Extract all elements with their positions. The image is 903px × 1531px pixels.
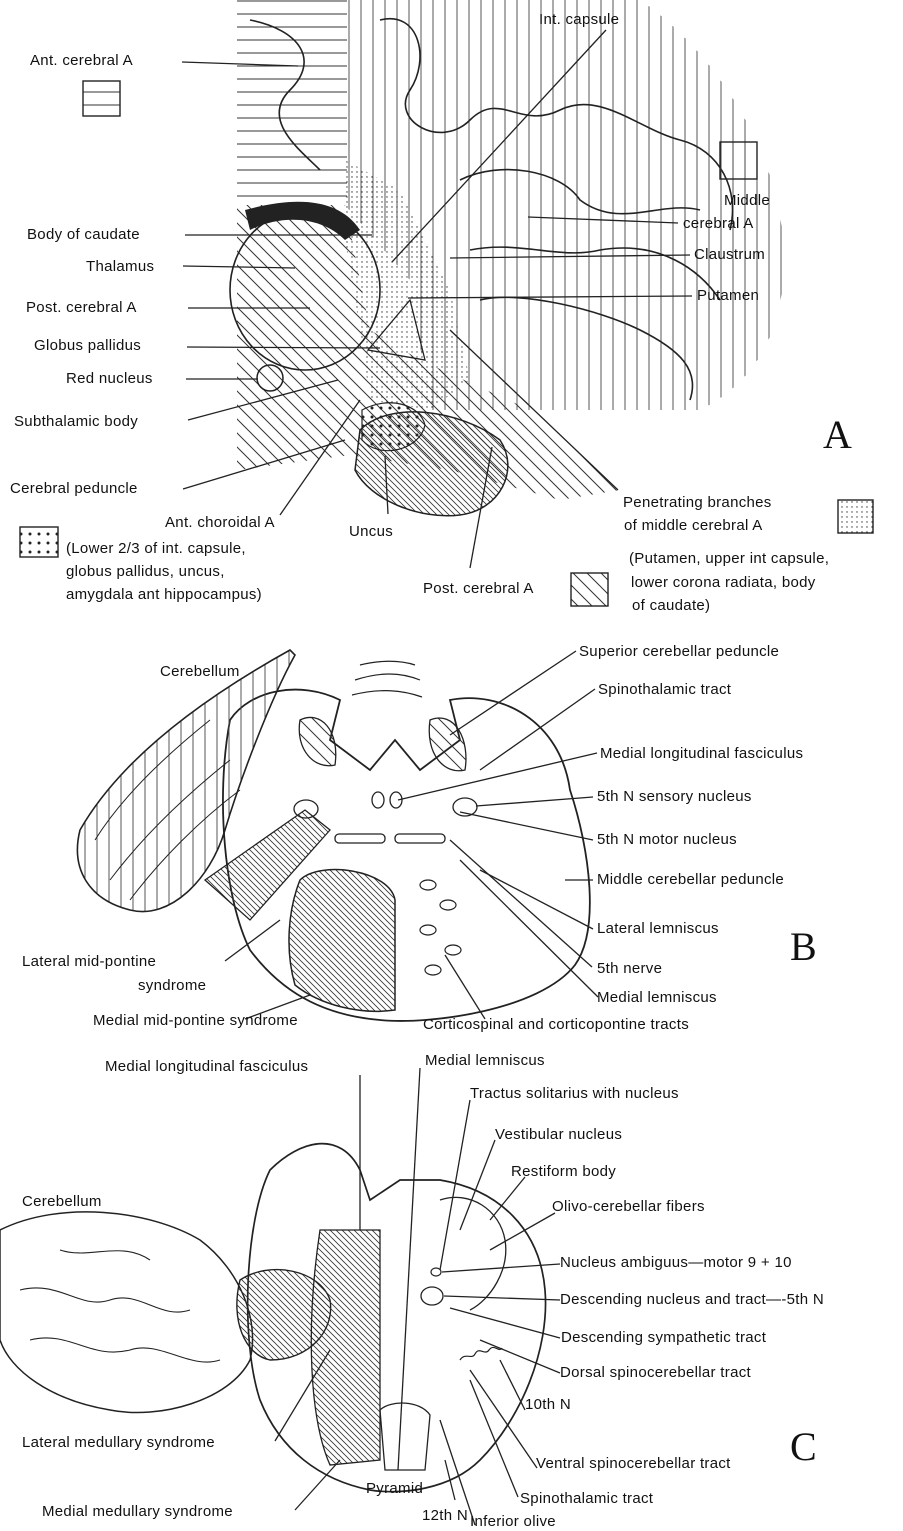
label-12th-n: 12th N	[422, 1507, 468, 1525]
label-middle-cerebral-1: Middle	[724, 192, 770, 210]
label-mlf-b: Medial longitudinal fasciculus	[600, 745, 803, 763]
label-5th-motor: 5th N motor nucleus	[597, 831, 737, 849]
label-subthalamic-body: Subthalamic body	[14, 413, 138, 431]
label-descending-5th: Descending nucleus and tract—-5th N	[560, 1291, 824, 1309]
label-middle-cerebral-2: cerebral A	[683, 215, 754, 233]
legend-ant-cerebral	[83, 81, 120, 116]
label-body-of-caudate: Body of caudate	[27, 226, 140, 244]
label-ant-choroidal-a: Ant. choroidal A	[165, 514, 275, 532]
medial-medullary-area	[311, 1230, 380, 1465]
label-middle-cerebellar-peduncle: Middle cerebellar peduncle	[597, 871, 784, 889]
note-penetrating-2: lower corona radiata, body	[631, 572, 816, 594]
label-cerebellum-b: Cerebellum	[160, 663, 240, 681]
label-post-cerebral-a: Post. cerebral A	[26, 299, 137, 317]
label-medial-medullary: Medial medullary syndrome	[42, 1503, 233, 1521]
motor-nucleus-right	[395, 834, 445, 843]
pyramid-outline	[380, 1403, 430, 1470]
legend-post-cerebral	[571, 573, 608, 606]
fourth-ventricle-lines	[352, 661, 422, 697]
note-choroidal-3: amygdala ant hippocampus)	[66, 584, 262, 606]
cerebellum-c	[0, 1212, 253, 1413]
label-thalamus: Thalamus	[86, 258, 154, 276]
medial-mid-pontine-area	[289, 870, 395, 1012]
label-sup-cerebellar-peduncle: Superior cerebellar peduncle	[579, 643, 779, 661]
label-5th-sensory: 5th N sensory nucleus	[597, 788, 752, 806]
label-lateral-mid-pontine-1: Lateral mid-pontine	[22, 953, 156, 971]
panel-letter-c: C	[790, 1427, 817, 1467]
label-desc-sympathetic: Descending sympathetic tract	[561, 1329, 766, 1347]
label-spinothalamic-b: Spinothalamic tract	[598, 681, 731, 699]
motor-nucleus-left	[335, 834, 385, 843]
label-vestibular: Vestibular nucleus	[495, 1126, 622, 1144]
label-putamen: Putamen	[697, 287, 759, 305]
legend-middle-cerebral	[720, 142, 757, 179]
label-inferior-olive: Inferior olive	[470, 1513, 556, 1531]
label-spinothalamic-c: Spinothalamic tract	[520, 1490, 653, 1508]
label-restiform: Restiform body	[511, 1163, 616, 1181]
note-penetrating-1: (Putamen, upper int capsule,	[629, 548, 829, 570]
label-medial-mid-pontine: Medial mid-pontine syndrome	[93, 1012, 298, 1030]
cerebellum-c-folia	[20, 1250, 220, 1362]
label-5th-nerve: 5th nerve	[597, 960, 662, 978]
label-nucleus-ambiguus: Nucleus ambiguus—motor 9 + 10	[560, 1254, 792, 1272]
superior-cerebellar-peduncle-r	[429, 718, 466, 771]
label-tractus-solitarius: Tractus solitarius with nucleus	[470, 1085, 679, 1103]
label-penetrating-2: of middle cerebral A	[624, 517, 763, 535]
legend-ant-choroidal	[20, 527, 58, 557]
label-penetrating-1: Penetrating branches	[623, 494, 772, 512]
label-10th-n: 10th N	[525, 1396, 571, 1414]
label-claustrum: Claustrum	[694, 246, 765, 264]
label-cerebral-peduncle: Cerebral peduncle	[10, 480, 138, 498]
panel-letter-b: B	[790, 927, 817, 967]
corticospinal-bundles	[420, 880, 461, 975]
descending-nucleus-5th	[421, 1287, 443, 1305]
label-olivo-cerebellar: Olivo-cerebellar fibers	[552, 1198, 705, 1216]
label-int-capsule: Int. capsule	[539, 11, 619, 29]
label-dorsal-spinocerebellar: Dorsal spinocerebellar tract	[560, 1364, 751, 1382]
note-penetrating-3: of caudate)	[632, 595, 710, 617]
label-lateral-mid-pontine-2: syndrome	[138, 977, 206, 995]
label-cerebellum-c: Cerebellum	[22, 1193, 102, 1211]
label-mlf-c: Medial longitudinal fasciculus	[105, 1058, 308, 1076]
label-uncus: Uncus	[349, 523, 393, 541]
label-medial-lemniscus-c: Medial lemniscus	[425, 1052, 545, 1070]
label-globus-pallidus: Globus pallidus	[34, 337, 141, 355]
label-medial-lemniscus-b: Medial lemniscus	[597, 989, 717, 1007]
legend-penetrating	[838, 500, 873, 533]
panel-letter-a: A	[823, 415, 852, 455]
note-choroidal-1: (Lower 2/3 of int. capsule,	[66, 538, 246, 560]
ant-cerebral-territory	[237, 0, 347, 205]
mlf-left	[372, 792, 384, 808]
label-lateral-lemniscus: Lateral lemniscus	[597, 920, 719, 938]
label-ant-cerebral-a: Ant. cerebral A	[30, 52, 133, 70]
label-pyramid: Pyramid	[366, 1480, 423, 1498]
label-red-nucleus: Red nucleus	[66, 370, 153, 388]
superior-cerebellar-peduncle-l	[299, 717, 336, 765]
label-ventral-spinocerebellar: Ventral spinocerebellar tract	[536, 1455, 731, 1473]
label-post-cerebral-a-2: Post. cerebral A	[423, 580, 534, 598]
label-corticospinal: Corticospinal and corticopontine tracts	[423, 1016, 689, 1034]
note-choroidal-2: globus pallidus, uncus,	[66, 561, 225, 583]
label-lateral-medullary: Lateral medullary syndrome	[22, 1434, 215, 1452]
olive-wavy	[460, 1347, 502, 1360]
